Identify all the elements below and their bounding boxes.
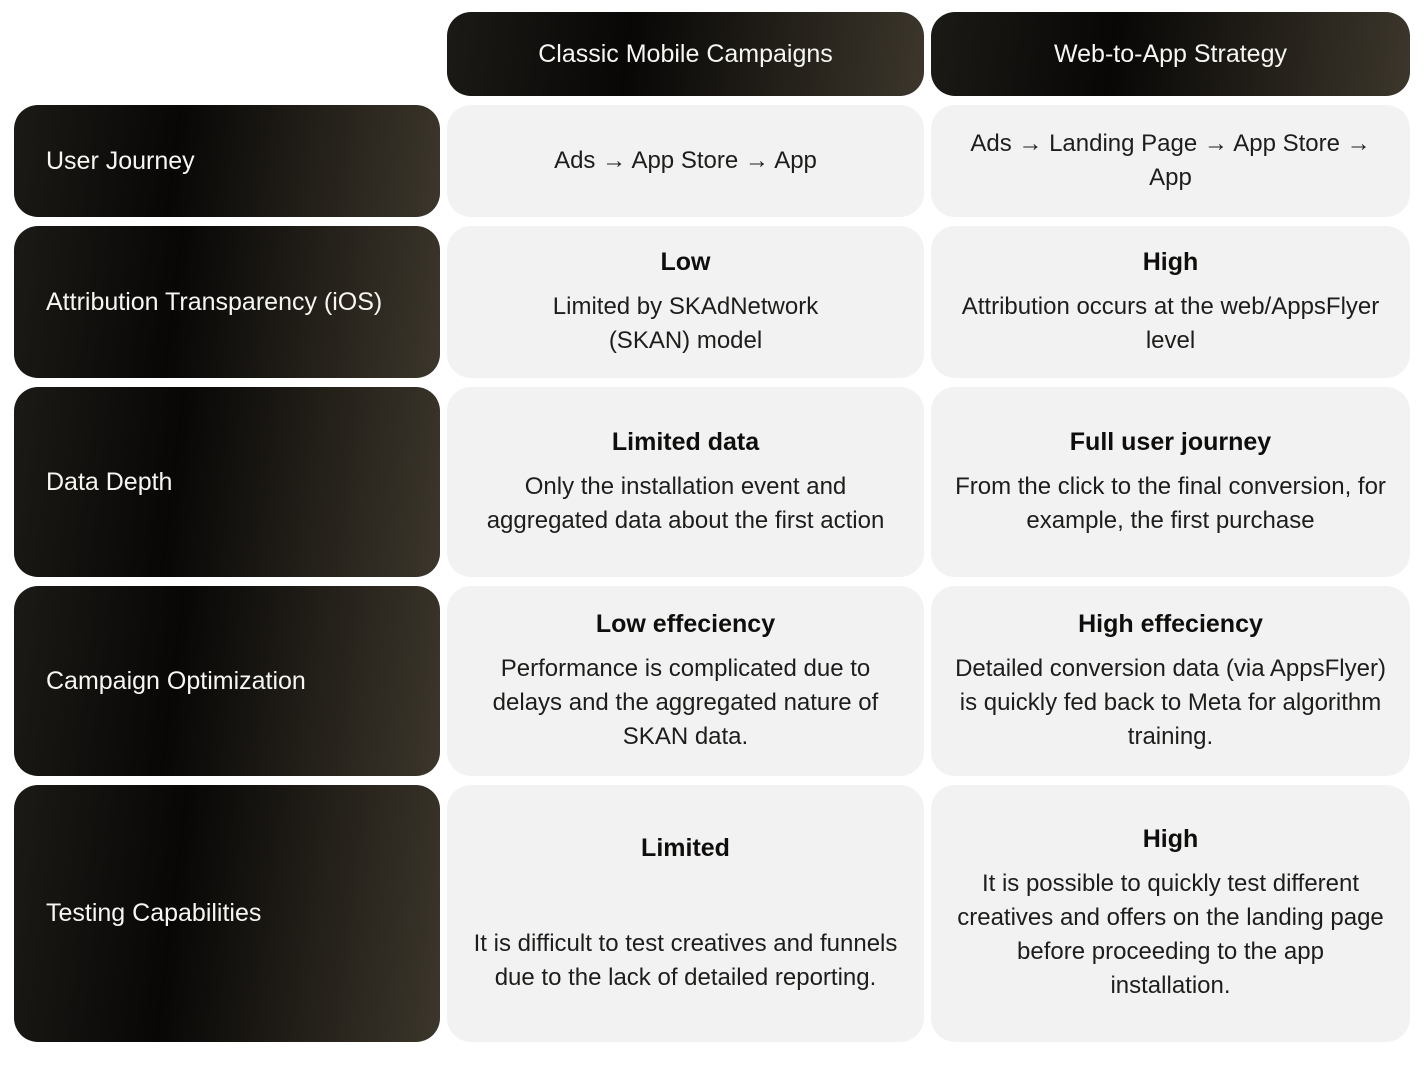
cell-data-depth-web-title: Full user journey	[1069, 428, 1272, 457]
cell-data-depth-classic-body: Only the installation event and aggregat…	[486, 472, 885, 534]
row-label-data-depth-text: Data Depth	[46, 467, 173, 496]
cell-testing-capabilities-web-title: High	[1142, 825, 1199, 854]
cell-campaign-optimization-classic: Low effeciency Performance is complicate…	[447, 586, 924, 776]
row-label-attribution-transparency-text: Attribution Transparency (iOS)	[46, 287, 383, 316]
row-label-data-depth: Data Depth	[14, 387, 440, 577]
cell-campaign-optimization-classic-body: Performance is complicated due to delays…	[492, 654, 879, 750]
cell-testing-capabilities-web: High It is possible to quickly test diff…	[931, 785, 1410, 1042]
cell-campaign-optimization-web-title: High effeciency	[1078, 610, 1263, 638]
cell-attribution-web-title: High	[1142, 248, 1199, 277]
row-label-campaign-optimization: Campaign Optimization	[14, 586, 440, 776]
cell-attribution-web: High Attribution occurs at the web/AppsF…	[931, 226, 1410, 378]
cell-testing-capabilities-classic-title: Limited	[641, 833, 730, 862]
row-label-testing-capabilities: Testing Capabilities	[14, 785, 440, 1042]
row-label-attribution-transparency: Attribution Transparency (iOS)	[14, 226, 440, 378]
column-header-classic-label: Classic Mobile Campaigns	[538, 39, 833, 68]
column-header-classic: Classic Mobile Campaigns	[447, 12, 924, 96]
cell-testing-capabilities-classic-body: It is difficult to test creatives and fu…	[473, 930, 898, 992]
row-label-user-journey-text: User Journey	[46, 146, 195, 175]
cell-user-journey-web-body: Ads → Landing Page → App Store → App	[970, 129, 1371, 191]
corner-spacer	[14, 12, 440, 96]
cell-data-depth-classic-title: Limited data	[611, 428, 760, 457]
column-header-web-label: Web-to-App Strategy	[1054, 39, 1287, 68]
row-label-user-journey: User Journey	[14, 105, 440, 217]
cell-testing-capabilities-web-body: It is possible to quickly test different…	[957, 870, 1384, 1000]
comparison-table: Classic Mobile Campaigns Web-to-App Stra…	[14, 12, 1410, 1042]
cell-attribution-web-body: Attribution occurs at the web/AppsFlyer …	[961, 292, 1380, 354]
cell-data-depth-classic: Limited data Only the installation event…	[447, 387, 924, 577]
cell-campaign-optimization-web: High effeciency Detailed conversion data…	[931, 586, 1410, 776]
cell-campaign-optimization-classic-title: Low effeciency	[595, 610, 776, 638]
column-header-web: Web-to-App Strategy	[931, 12, 1410, 96]
cell-testing-capabilities-classic: Limited It is difficult to test creative…	[447, 785, 924, 1042]
cell-attribution-classic-body: Limited by SKAdNetwork (SKAN) model	[552, 292, 819, 354]
cell-attribution-classic: Low Limited by SKAdNetwork (SKAN) model	[447, 226, 924, 378]
cell-campaign-optimization-web-body: Detailed conversion data (via AppsFlyer)…	[955, 654, 1386, 750]
row-label-testing-capabilities-text: Testing Capabilities	[46, 899, 262, 927]
cell-attribution-classic-title: Low	[660, 248, 711, 277]
cell-user-journey-classic: Ads → App Store → App	[447, 105, 924, 217]
cell-data-depth-web: Full user journey From the click to the …	[931, 387, 1410, 577]
cell-data-depth-web-body: From the click to the final conversion, …	[955, 472, 1386, 534]
cell-user-journey-web: Ads → Landing Page → App Store → App	[931, 105, 1410, 217]
cell-user-journey-classic-body: Ads → App Store → App	[554, 146, 817, 174]
row-label-campaign-optimization-text: Campaign Optimization	[46, 666, 306, 695]
